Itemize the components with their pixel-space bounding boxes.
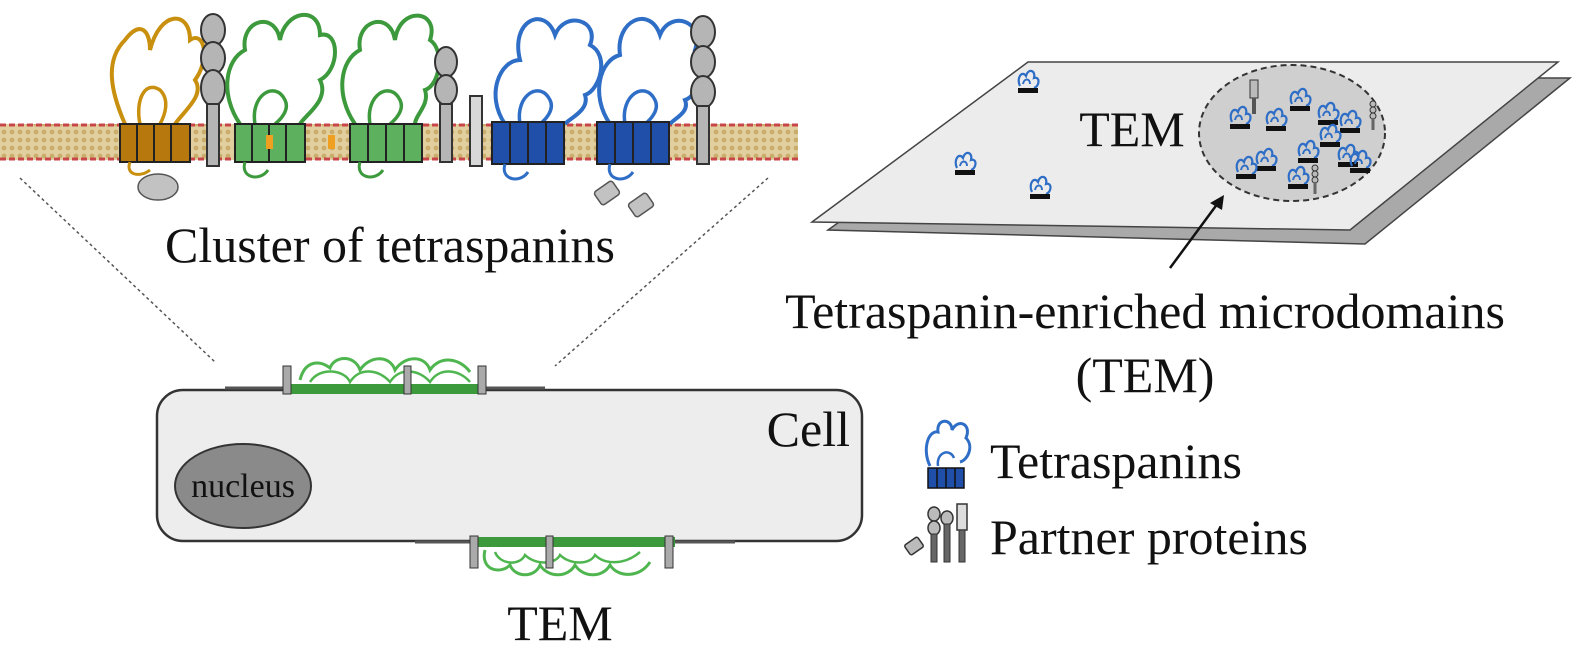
nucleus [174, 443, 312, 529]
partner-protein [627, 192, 655, 218]
plane-surface [809, 61, 1561, 231]
tem-definition-line1: Tetraspanin-enriched microdomains [785, 283, 1505, 339]
partner-protein [469, 95, 483, 167]
legend-tetraspanin-icon [924, 419, 972, 489]
partner-protein [137, 173, 179, 201]
legend-tetraspanins-label: Tetraspanins [990, 433, 1242, 489]
cluster-label: Cluster of tetraspanins [165, 217, 615, 273]
tetraspanin-orange [109, 16, 207, 176]
cell-tem-bottom [415, 535, 735, 577]
legend-partner-icon [904, 503, 968, 563]
tem-arrow [1168, 202, 1220, 269]
cell: nucleus Cell [155, 357, 864, 577]
partner-protein [434, 46, 458, 163]
tem-definition-line2: (TEM) [1076, 347, 1215, 403]
tem-arrowhead [1210, 195, 1224, 210]
cholesterol-marker [328, 135, 335, 149]
tetraspanin-green [225, 13, 337, 179]
nucleus-label: nucleus [191, 468, 295, 505]
partner-mini [1249, 79, 1259, 114]
partner-protein [690, 15, 716, 165]
tetraspanin-green [340, 13, 442, 179]
partner-protein [200, 13, 226, 167]
cell-tem-top [225, 357, 545, 395]
zoom-guide-line [554, 177, 769, 367]
tem-plane-label: TEM [1079, 101, 1185, 157]
tetraspanin-blue [596, 16, 705, 181]
zoom-guide-line [19, 177, 216, 363]
tem-bottom-label: TEM [507, 595, 613, 651]
cell-label: Cell [767, 401, 850, 457]
partner-protein [593, 180, 621, 206]
legend-partner-proteins-label: Partner proteins [990, 509, 1308, 565]
membrane-cluster [0, 13, 798, 218]
tetraspanin-blue [491, 17, 604, 181]
membrane-plane: TEM [809, 61, 1573, 245]
legend: Tetraspanins Partner proteins [904, 419, 1308, 565]
